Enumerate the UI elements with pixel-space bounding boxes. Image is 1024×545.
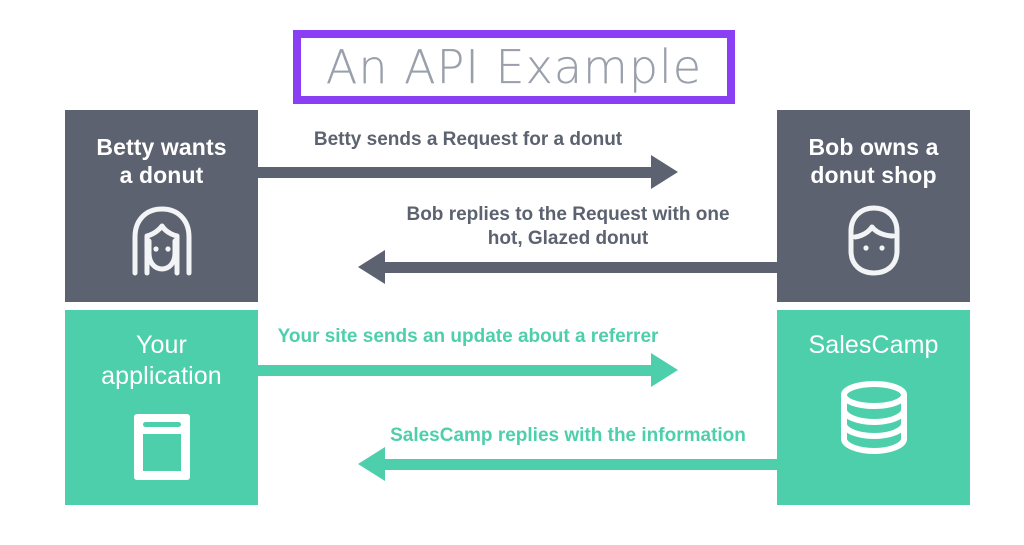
node-betty: Betty wants a donut bbox=[65, 110, 258, 302]
arrow-shaft bbox=[384, 459, 778, 470]
flow-3-caption: Your site sends an update about a referr… bbox=[277, 326, 659, 347]
node-betty-label: Betty wants a donut bbox=[96, 134, 227, 189]
man-face-icon bbox=[838, 203, 910, 277]
title-box: An API Example bbox=[293, 30, 735, 104]
flow-1-arrow-right bbox=[258, 155, 678, 189]
arrow-head-left-icon bbox=[358, 447, 385, 481]
arrow-head-right-icon bbox=[651, 353, 678, 387]
arrow-shaft bbox=[258, 167, 652, 178]
flow-1-caption: Betty sends a Request for a donut bbox=[313, 129, 623, 150]
flow-4-arrow-left bbox=[358, 447, 778, 481]
flow-2-caption: Bob replies to the Request with one hot,… bbox=[406, 204, 730, 249]
arrow-shaft bbox=[258, 365, 652, 376]
node-your-application: Your application bbox=[65, 310, 258, 505]
node-your-application-label: Your application bbox=[101, 331, 222, 390]
flow-2-arrow-left bbox=[358, 250, 778, 284]
database-icon bbox=[838, 380, 910, 455]
flow-4-caption: SalesCamp replies with the information bbox=[390, 425, 746, 446]
flow-3-arrow-right bbox=[258, 353, 678, 387]
application-icon bbox=[131, 411, 193, 483]
node-salescamp-label: SalesCamp bbox=[808, 331, 939, 359]
woman-face-icon bbox=[123, 203, 201, 277]
node-bob-label: Bob owns a donut shop bbox=[808, 134, 939, 189]
arrow-head-left-icon bbox=[358, 250, 385, 284]
node-bob: Bob owns a donut shop bbox=[777, 110, 970, 302]
node-salescamp: SalesCamp bbox=[777, 310, 970, 505]
arrow-head-right-icon bbox=[651, 155, 678, 189]
page-title: An API Example bbox=[325, 40, 703, 94]
arrow-shaft bbox=[384, 262, 778, 273]
